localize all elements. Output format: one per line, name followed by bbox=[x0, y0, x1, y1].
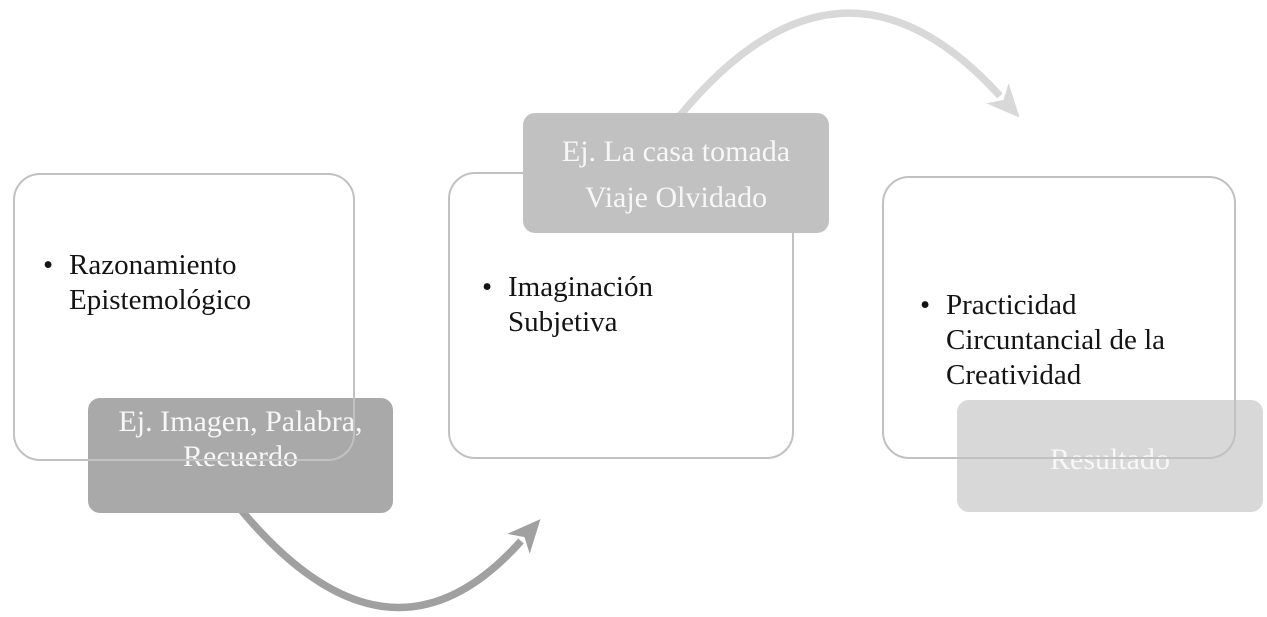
box-text-line: Razonamiento bbox=[69, 249, 237, 281]
box-text-line: Circuntancial de la bbox=[946, 324, 1166, 356]
process-box-step1[interactable]: • Razonamiento Epistemológico bbox=[13, 173, 355, 461]
box-text-line: Imaginación bbox=[508, 271, 653, 303]
label-text-line: Ej. La casa tomada bbox=[561, 135, 791, 168]
label-text-line: Resultado bbox=[1050, 443, 1170, 476]
box-text-line: Creatividad bbox=[946, 359, 1082, 391]
bullet-icon: • bbox=[43, 249, 54, 281]
process-box-step2[interactable]: • Imaginación Subjetiva bbox=[448, 172, 794, 459]
label-text-line: Ej. Imagen, Palabra, bbox=[118, 405, 363, 438]
label-text-line: Recuerdo bbox=[183, 440, 298, 473]
box-text-line: Practicidad bbox=[946, 289, 1077, 321]
curved-arrow-step2-to-step3[interactable] bbox=[675, 9, 1020, 121]
box-text-line: Epistemológico bbox=[69, 284, 252, 316]
box-text-line: Subjetiva bbox=[508, 306, 618, 338]
process-box-step3[interactable]: • Practicidad Circuntancial de la Creati… bbox=[882, 176, 1236, 459]
bullet-icon: • bbox=[920, 289, 931, 321]
result-label[interactable]: Resultado bbox=[957, 400, 1263, 512]
bullet-icon: • bbox=[482, 271, 493, 303]
curved-arrow-step1-to-step2[interactable] bbox=[234, 502, 541, 612]
label-text-line: Viaje Olvidado bbox=[584, 181, 768, 214]
